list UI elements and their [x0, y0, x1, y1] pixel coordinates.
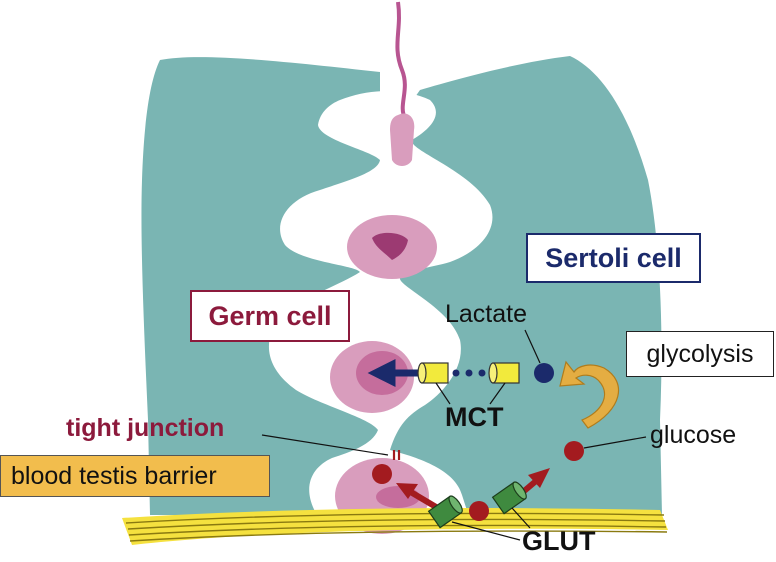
lactate-dot	[534, 363, 554, 383]
glut-pointer	[511, 507, 531, 529]
glycolysis-curved-arrow	[559, 360, 620, 429]
germ-cell-label: Germ cell	[190, 290, 350, 342]
membrane-line	[128, 524, 667, 536]
glut-pointer	[451, 521, 521, 541]
lactate-pointer	[524, 329, 541, 364]
glut-cylinder-left	[427, 495, 463, 529]
sertoli-cell-label: Sertoli cell	[526, 233, 701, 283]
lumen	[268, 91, 493, 520]
mct-cylinder-right	[488, 362, 520, 384]
glucose-arrow-to-germ	[396, 483, 438, 510]
glucose-dot-germ	[372, 464, 392, 484]
mct-label: MCT	[445, 402, 504, 432]
lactate-label: Lactate	[445, 300, 528, 328]
sperm-head	[390, 113, 415, 166]
glucose-dot-sertoli	[564, 441, 584, 461]
tight-junction-pointer	[261, 434, 389, 456]
glycolysis-label: glycolysis	[626, 331, 774, 377]
mct-pointer	[435, 382, 451, 405]
mct-cylinder-left	[417, 362, 449, 384]
membrane-line	[129, 530, 668, 542]
glut-label: GLUT	[522, 526, 596, 556]
blood-testis-barrier-label: blood testis barrier	[0, 455, 270, 497]
lactate-trail-dot	[465, 369, 473, 377]
membrane-line	[127, 518, 666, 530]
nucleus-upper	[372, 232, 408, 260]
glucose-pointer	[583, 436, 647, 449]
mct-pointer	[489, 382, 506, 405]
sperm-tail	[395, 1, 407, 119]
glucose-dot-base	[469, 501, 489, 521]
glut-cylinder-right	[491, 481, 527, 515]
lactate-trail-dot	[452, 369, 460, 377]
membrane-line	[125, 512, 665, 524]
glucose-label: glucose	[650, 421, 737, 449]
lactate-trail-dot	[478, 369, 486, 377]
tight-junction-label: tight junction	[66, 414, 225, 442]
